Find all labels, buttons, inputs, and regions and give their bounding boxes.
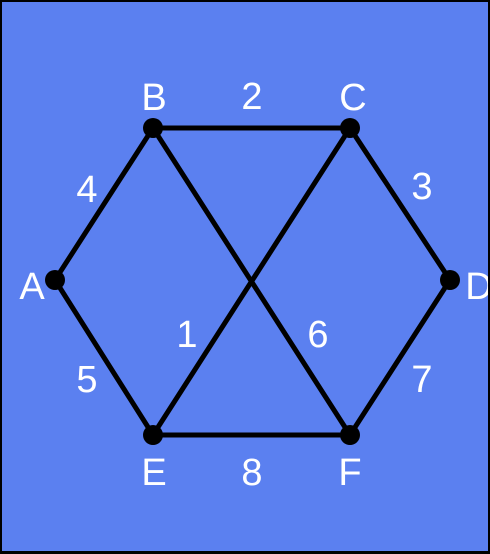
edge-weight-a-b: 4 (76, 169, 97, 211)
node-label-b: B (141, 77, 166, 119)
node-d (440, 270, 460, 290)
edge-weight-a-e: 5 (76, 359, 97, 401)
edge-weight-b-c: 2 (241, 76, 262, 118)
edge-weight-d-f: 7 (411, 359, 432, 401)
node-a (45, 270, 65, 290)
node-e (143, 425, 163, 445)
edge-a-b (52, 125, 156, 283)
node-label-d: D (465, 266, 490, 308)
edge-weight-b-f: 6 (307, 314, 328, 356)
node-b (143, 118, 163, 138)
node-label-c: C (339, 77, 366, 119)
edge-a-e (52, 277, 156, 438)
node-f (340, 425, 360, 445)
node-label-e: E (141, 452, 166, 494)
labels: 2 3 4 5 1 6 7 8 A B C D E F (19, 76, 490, 494)
nodes (45, 118, 460, 445)
edge-weight-c-e: 1 (176, 314, 197, 356)
node-label-a: A (19, 266, 45, 308)
edge-weight-e-f: 8 (241, 452, 262, 494)
edge-d-f (347, 277, 453, 438)
node-c (340, 118, 360, 138)
edge-b-f (150, 125, 353, 438)
node-label-f: F (338, 452, 361, 494)
edge-weight-c-d: 3 (411, 166, 432, 208)
edge-c-d (347, 125, 453, 283)
edges (52, 125, 453, 438)
